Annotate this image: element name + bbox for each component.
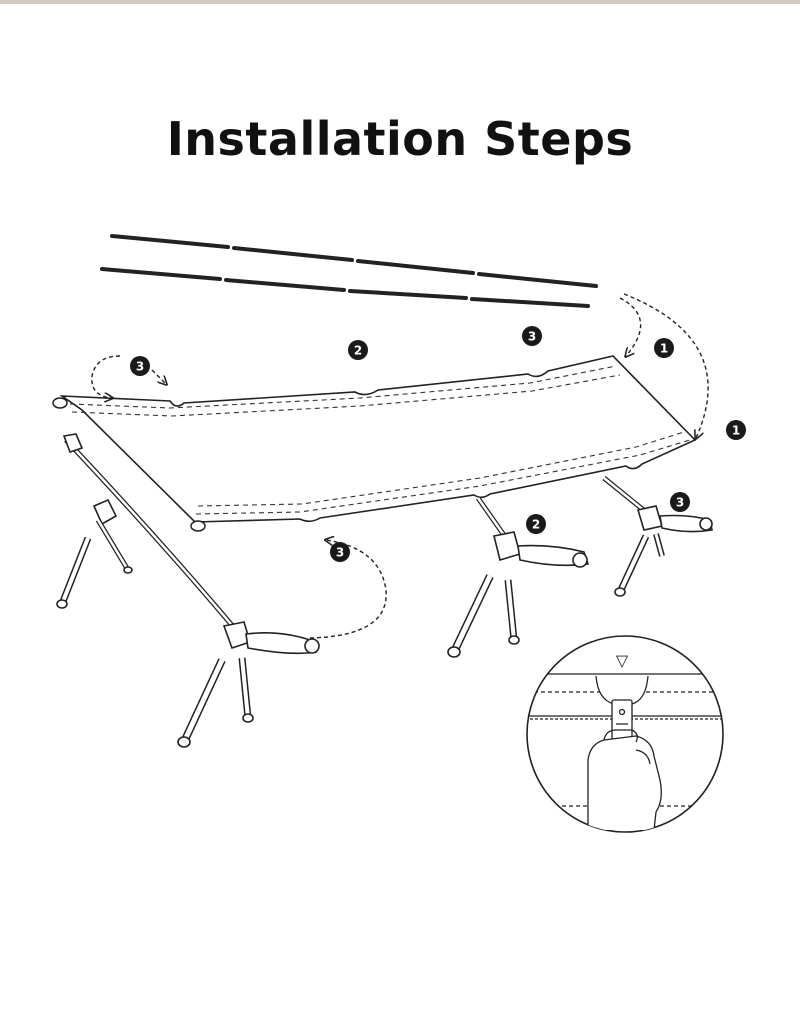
step-marker-2-top: 2 — [348, 340, 368, 360]
svg-text:3: 3 — [528, 330, 536, 344]
support-rod-bottom — [100, 267, 590, 308]
page-title: Installation Steps — [166, 112, 634, 166]
step-marker-3-bottom: 3 — [330, 542, 350, 562]
fabric-seams — [69, 365, 691, 515]
svg-text:3: 3 — [676, 496, 684, 510]
middle-leg-assembly — [447, 496, 590, 658]
step-marker-1-side: 1 — [726, 420, 746, 440]
detail-inset: ▽ — [526, 635, 724, 833]
step-marker-2-middle: 2 — [526, 514, 546, 534]
svg-text:3: 3 — [336, 546, 344, 560]
support-rod-top — [110, 234, 598, 288]
step-marker-1-top: 1 — [654, 338, 674, 358]
svg-text:3: 3 — [136, 360, 144, 374]
svg-text:2: 2 — [354, 344, 362, 358]
step-marker-3-right: 3 — [670, 492, 690, 512]
svg-text:2: 2 — [532, 518, 540, 532]
right-leg-assembly — [602, 476, 713, 597]
down-arrow-icon: ▽ — [616, 651, 629, 670]
fabric-end-pockets — [52, 397, 206, 532]
step-marker-3-top-right: 3 — [522, 326, 542, 346]
step-marker-3-left: 3 — [130, 356, 150, 376]
svg-text:1: 1 — [660, 342, 668, 356]
top-border — [0, 0, 800, 4]
svg-text:1: 1 — [732, 424, 740, 438]
guide-arrows — [91, 293, 709, 639]
cot-fabric — [59, 355, 697, 523]
left-leg-assembly — [56, 433, 320, 748]
